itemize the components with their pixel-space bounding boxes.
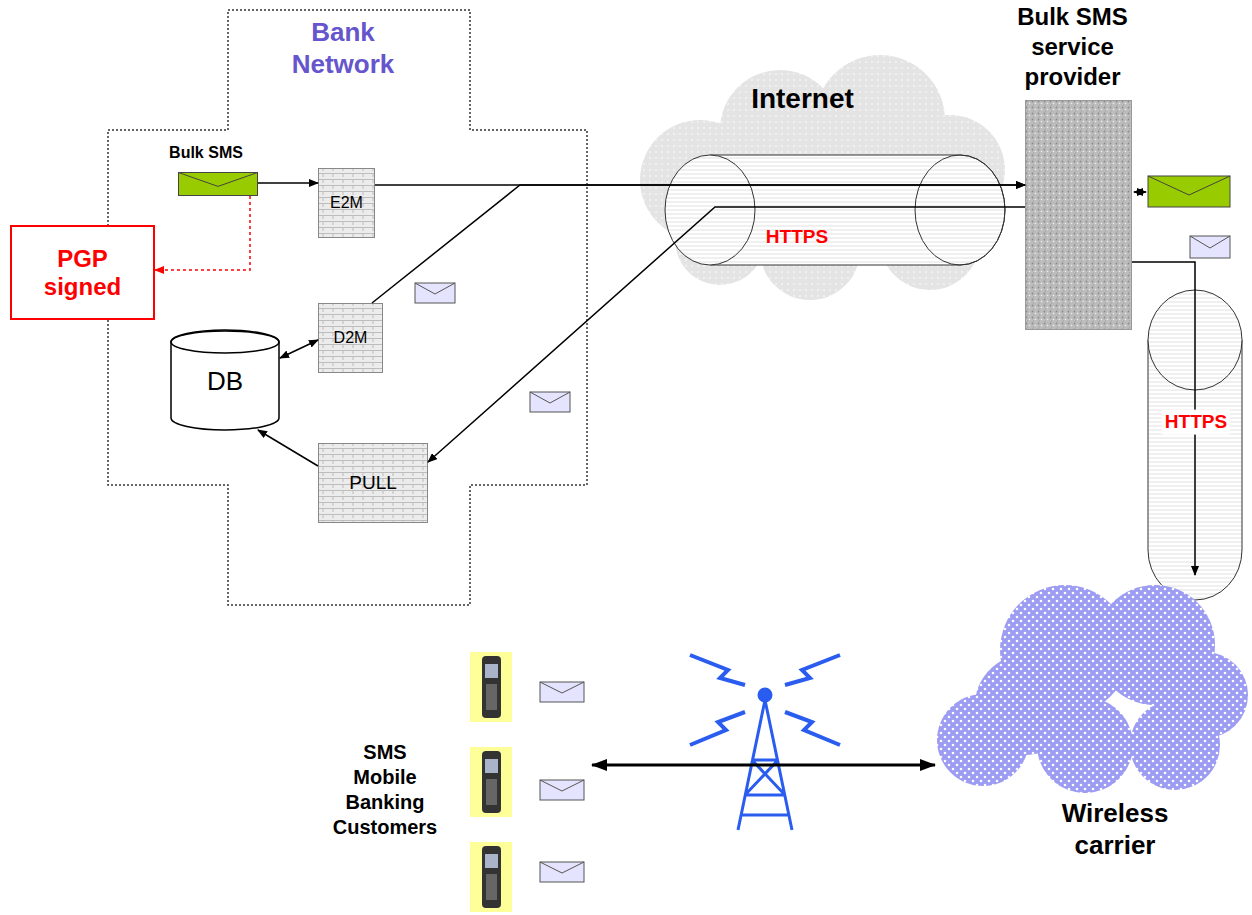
pgp-callout: PGP signed <box>10 225 155 320</box>
node-label: HTTPS <box>766 226 828 249</box>
node-label: Internet <box>751 82 854 116</box>
radio-tower-part <box>785 712 840 745</box>
sms-provider: Bulk SMS service provider <box>985 0 1160 332</box>
provider-envelope <box>1134 176 1230 207</box>
text-slot: E2M <box>318 193 375 212</box>
radio-tower-part <box>785 655 840 685</box>
mobile-phones-part-part <box>485 759 498 773</box>
text-slot: Bulk SMS <box>150 143 262 163</box>
connector <box>428 207 1025 462</box>
node-label: DB <box>207 366 243 397</box>
node-label: Bulk SMS <box>169 143 243 163</box>
node-label: Wireless carrier <box>1035 797 1195 861</box>
mobile-phones <box>470 652 584 912</box>
connector <box>155 196 250 270</box>
text-slot: PGP signed <box>10 245 155 301</box>
provider-envelope-part <box>1148 176 1230 207</box>
text-slot: PULL <box>318 472 428 495</box>
connector <box>258 430 318 466</box>
node-label: PULL <box>349 472 397 495</box>
bulk-sms-envelope: Bulk SMS <box>150 143 262 199</box>
provider-envelope-part <box>1148 176 1230 195</box>
mobile-phones-part-part <box>486 779 497 805</box>
text-slot: HTTPS <box>742 226 852 249</box>
small-envelope-part <box>415 283 455 294</box>
internet-cloud: InternetHTTPS <box>630 60 1010 290</box>
text-slot: SMS Mobile Banking Customers <box>326 740 444 840</box>
small-envelope-part <box>1190 236 1230 248</box>
bulk-sms-envelope-body <box>178 172 258 196</box>
vertical-https-tunnel-part <box>1148 290 1242 390</box>
process-box: D2M <box>318 303 383 373</box>
database: DB <box>170 330 280 430</box>
envelope-shape <box>178 172 258 196</box>
text-slot: Internet <box>720 82 885 116</box>
carrier-cloud <box>935 575 1248 790</box>
callout-box <box>10 225 155 320</box>
mobile-phones-part <box>470 652 584 722</box>
mobile-phones-part-part <box>470 652 512 722</box>
radio-tower-part <box>690 655 745 685</box>
connector <box>375 184 1025 186</box>
mobile-phones-part <box>470 747 584 817</box>
edge-label-slot: HTTPS <box>1162 410 1230 435</box>
mobile-phones-part-part <box>470 747 512 817</box>
connector <box>372 185 1025 303</box>
node-label: E2M <box>330 193 363 212</box>
small-envelope-part <box>1190 236 1230 258</box>
vertical-https-tunnel-part <box>1148 340 1242 600</box>
small-envelope-part <box>415 283 455 303</box>
process-box: E2M <box>318 168 375 238</box>
text-slot: D2M <box>318 328 383 347</box>
provider-server <box>1025 100 1132 330</box>
mobile-phones-part-part <box>486 874 497 900</box>
radio-tower-part <box>738 700 792 830</box>
text-slot: Bulk SMS service provider <box>985 2 1160 92</box>
mobile-phones-part-part <box>540 862 584 882</box>
mobile-phones-part-part <box>482 751 501 813</box>
provider-envelope-part <box>1134 191 1146 193</box>
sms-provider-body <box>1025 100 1132 330</box>
node-label: SMS Mobile Banking Customers <box>331 740 439 840</box>
customer-group: SMS Mobile Banking Customers <box>320 645 592 913</box>
node-label: Bulk SMS service provider <box>985 2 1160 92</box>
small-envelope-part <box>530 392 570 403</box>
text-slot: DB <box>170 366 280 397</box>
edge-label: HTTPS <box>1162 410 1230 435</box>
wireless-carrier-body <box>935 575 1248 790</box>
mobile-phones-part-part <box>540 780 584 800</box>
mobile-phones-part-part <box>482 656 501 718</box>
connector <box>592 764 935 767</box>
node-label: Bank Network <box>268 16 418 80</box>
radio-tower-part <box>759 689 771 701</box>
mobile-phones-part-part <box>540 682 584 693</box>
small-envelope-part <box>530 392 570 412</box>
mobile-phones-part-part <box>540 780 584 791</box>
bank-network-region: Bank NetworkBulk SMS E2M D2M DB PULL <box>108 10 587 605</box>
mobile-phones-part-part <box>482 846 501 908</box>
node-label: PGP signed <box>33 245 133 301</box>
vertical-https-tunnel <box>1148 290 1242 600</box>
connector <box>280 340 318 358</box>
radio-tower <box>690 655 840 830</box>
text-slot: Wireless carrier <box>1035 797 1195 861</box>
node-label: D2M <box>334 328 368 347</box>
mobile-phones-part-part <box>485 854 498 868</box>
mobile-phones-part-part <box>540 682 584 702</box>
connector <box>258 182 318 184</box>
mobile-phones-part-part <box>486 684 497 710</box>
text-slot: Bank Network <box>268 16 418 80</box>
radio-tower-part <box>690 712 745 745</box>
mobile-phones-part-part <box>540 862 584 873</box>
wireless-carrier: Wireless carrier <box>935 575 1248 875</box>
mobile-phones-part-part <box>470 842 512 912</box>
mobile-phones-part <box>470 842 584 912</box>
pgp-callout-body <box>10 225 155 320</box>
mobile-phones-part-part <box>485 664 498 678</box>
process-box: PULL <box>318 443 428 523</box>
